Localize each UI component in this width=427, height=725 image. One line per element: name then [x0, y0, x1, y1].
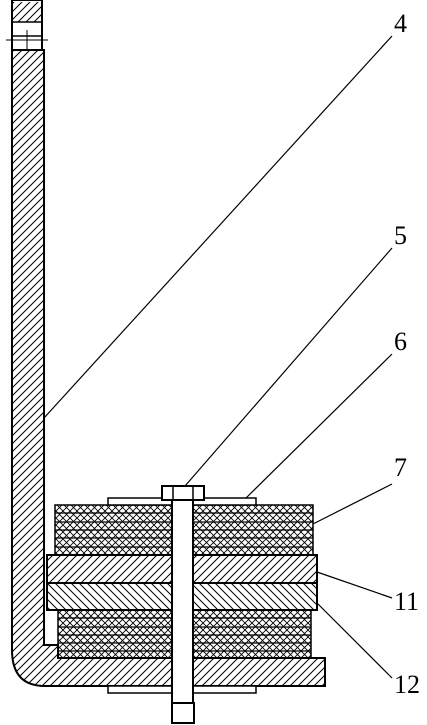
leader-5 [184, 247, 393, 487]
label-5: 5 [394, 221, 407, 250]
leader-12 [316, 602, 393, 679]
bolt-shank [171, 499, 194, 704]
leader-lines [43, 35, 393, 679]
bolt-nut [171, 702, 195, 724]
bolt-head [161, 485, 205, 501]
leader-11 [316, 571, 393, 599]
leader-7 [312, 483, 393, 525]
leader-6 [245, 353, 393, 499]
bracket-top-hatch [13, 2, 41, 22]
label-11: 11 [394, 587, 419, 616]
leader-4 [43, 35, 393, 419]
label-4: 4 [394, 9, 407, 38]
label-7: 7 [394, 453, 407, 482]
callout-labels: 4 5 6 7 11 12 [394, 9, 420, 699]
label-12: 12 [394, 670, 420, 699]
label-6: 6 [394, 327, 407, 356]
bolt [161, 485, 205, 724]
